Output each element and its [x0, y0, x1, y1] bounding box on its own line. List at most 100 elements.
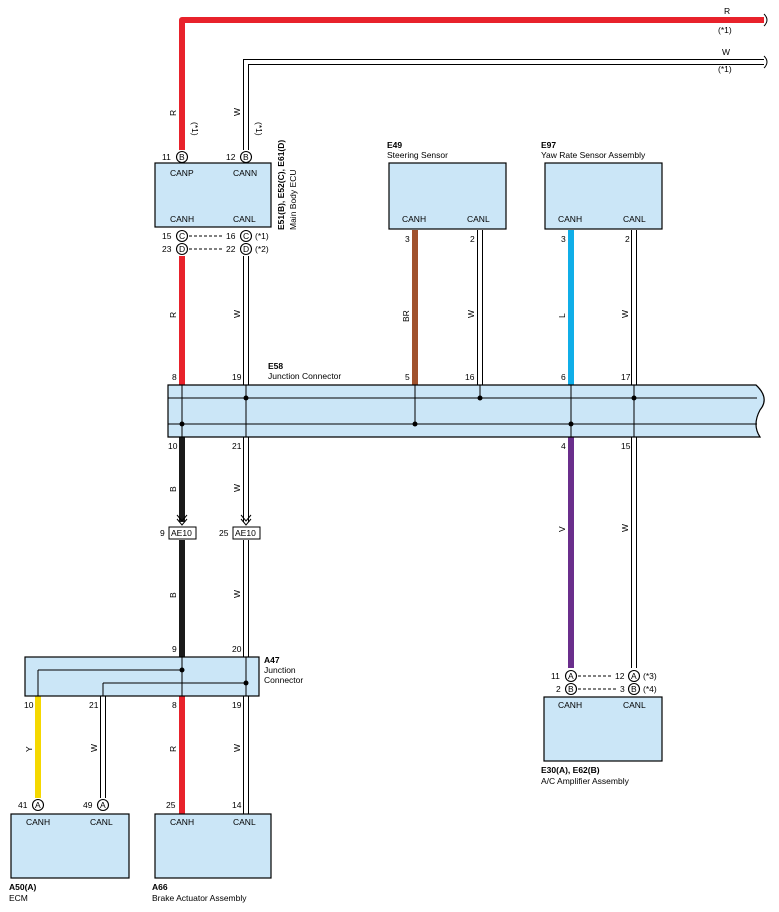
ecu-pin-11-num: 11	[162, 152, 171, 162]
ae10-chevron-left	[176, 514, 188, 522]
brake-pin-25: 25	[166, 800, 176, 810]
a47-box	[24, 656, 260, 697]
ecu-pin-22-num: 22	[226, 244, 236, 254]
ecm-pin-41-letter: A	[35, 800, 41, 810]
yaw-wire-w: W	[620, 310, 630, 318]
yaw-canh: CANH	[558, 214, 582, 224]
yaw-canl: CANL	[623, 214, 646, 224]
ecu-cann: CANN	[233, 168, 257, 178]
ae10-pin-25: 25	[219, 528, 229, 538]
wire-r-top	[179, 17, 764, 150]
ac-wire-w: W	[620, 524, 630, 532]
e58-dot-5	[412, 421, 418, 427]
a47-pin-9: 9	[172, 644, 177, 654]
e58-dot-2	[477, 395, 483, 401]
ecu-pin-15-letter: C	[179, 231, 185, 241]
ecu-canl: CANL	[233, 214, 256, 224]
ecu-canh: CANH	[170, 214, 194, 224]
a47-code: A47	[264, 655, 280, 665]
ecu-pin-23-num: 23	[162, 244, 172, 254]
ecu-pin-16-letter: C	[243, 231, 249, 241]
steering-wire-w: W	[466, 310, 476, 318]
brake-canl: CANL	[233, 817, 256, 827]
steering-sensor-box	[388, 162, 507, 230]
ae10-pin-9: 9	[160, 528, 165, 538]
ecm-wire-w: W	[89, 744, 99, 752]
ae10-chevron-right	[240, 514, 252, 522]
ac-canl: CANL	[623, 700, 646, 710]
ecu-name: Main Body ECU	[288, 170, 298, 230]
a47-pin-21: 21	[89, 700, 99, 710]
yaw-code: E97	[541, 140, 556, 150]
ac-pin-2-num: 2	[556, 684, 561, 694]
yaw-rate-box	[544, 162, 663, 230]
ecu-pin-11	[175, 150, 189, 164]
wire-w-top-outline	[243, 59, 764, 150]
e58-pin-17: 17	[621, 372, 631, 382]
a47-dot-2	[243, 680, 249, 686]
brake-wire-w: W	[232, 744, 242, 752]
top-r-label: R	[724, 6, 730, 16]
ac-pin-3	[627, 682, 641, 696]
main-body-ecu-box	[154, 162, 272, 228]
top-w-label: W	[722, 47, 730, 57]
e58-pin-16: 16	[465, 372, 475, 382]
ae10-label-box-right	[232, 526, 261, 540]
e58-pin-8: 8	[172, 372, 177, 382]
ecm-pin-49	[96, 798, 110, 812]
brake-canh: CANH	[170, 817, 194, 827]
steering-pin-3: 3	[405, 234, 410, 244]
wire-w-top	[244, 60, 764, 150]
steering-canl: CANL	[467, 214, 490, 224]
ac-pin-12-letter: A	[631, 671, 637, 681]
a47-name-line2: Connector	[264, 675, 303, 685]
ae10-label-left: AE10	[171, 528, 192, 538]
brake-name: Brake Actuator Assembly	[152, 893, 247, 903]
ecu-pin-12-letter: B	[243, 152, 249, 162]
ecu-note-1: (*1)	[255, 231, 269, 241]
break-mark-r	[763, 13, 768, 27]
steering-wire-br: BR	[401, 310, 411, 322]
e58-code: E58	[268, 361, 283, 371]
ecm-canh: CANH	[26, 817, 50, 827]
ecm-box	[10, 813, 130, 879]
a47-pin-19: 19	[232, 700, 242, 710]
ecm-pin-49-num: 49	[83, 800, 93, 810]
ecu-canp: CANP	[170, 168, 194, 178]
ecu-pin-16-num: 16	[226, 231, 236, 241]
steering-code: E49	[387, 140, 402, 150]
e58-box	[167, 384, 765, 438]
e58-dot-3	[631, 395, 637, 401]
e58-pin-4: 4	[561, 441, 566, 451]
ac-pin-3-num: 3	[620, 684, 625, 694]
e58-pin-6: 6	[561, 372, 566, 382]
ecm-wire-y: Y	[24, 746, 34, 752]
a47-pin-10: 10	[24, 700, 34, 710]
ecm-pin-41	[31, 798, 45, 812]
ae10-label-box-left	[168, 526, 197, 540]
a47-pin-20: 20	[232, 644, 242, 654]
ac-note-3: (*3)	[643, 671, 657, 681]
ecu-pin-22-letter: D	[243, 244, 249, 254]
ecu-code: E51(B), E52(C), E61(D)	[276, 140, 286, 230]
steering-name: Steering Sensor	[387, 150, 448, 160]
ecu-pin-15-num: 15	[162, 231, 172, 241]
ac-name: A/C Amplifier Assembly	[541, 776, 630, 786]
e58-dot-1	[243, 395, 249, 401]
ecu-wire-r-upper: R	[168, 110, 178, 116]
yaw-pin-2: 2	[625, 234, 630, 244]
ecm-name: ECM	[9, 893, 28, 903]
brake-code: A66	[152, 882, 168, 892]
ecm-canl: CANL	[90, 817, 113, 827]
ae10-wire-w-upper: W	[232, 484, 242, 492]
ecu-wire-w-upper-note: (*1)	[254, 122, 264, 136]
e58-dot-4	[179, 421, 185, 427]
ecu-pin-11-letter: B	[179, 152, 185, 162]
ecu-wire-w-upper: W	[232, 108, 242, 116]
e58-pin-10: 10	[168, 441, 178, 451]
ac-canh: CANH	[558, 700, 582, 710]
ac-pin-12-num: 12	[615, 671, 625, 681]
ae10-wire-b-upper: B	[168, 486, 178, 492]
ecu-pin-16	[239, 229, 253, 243]
